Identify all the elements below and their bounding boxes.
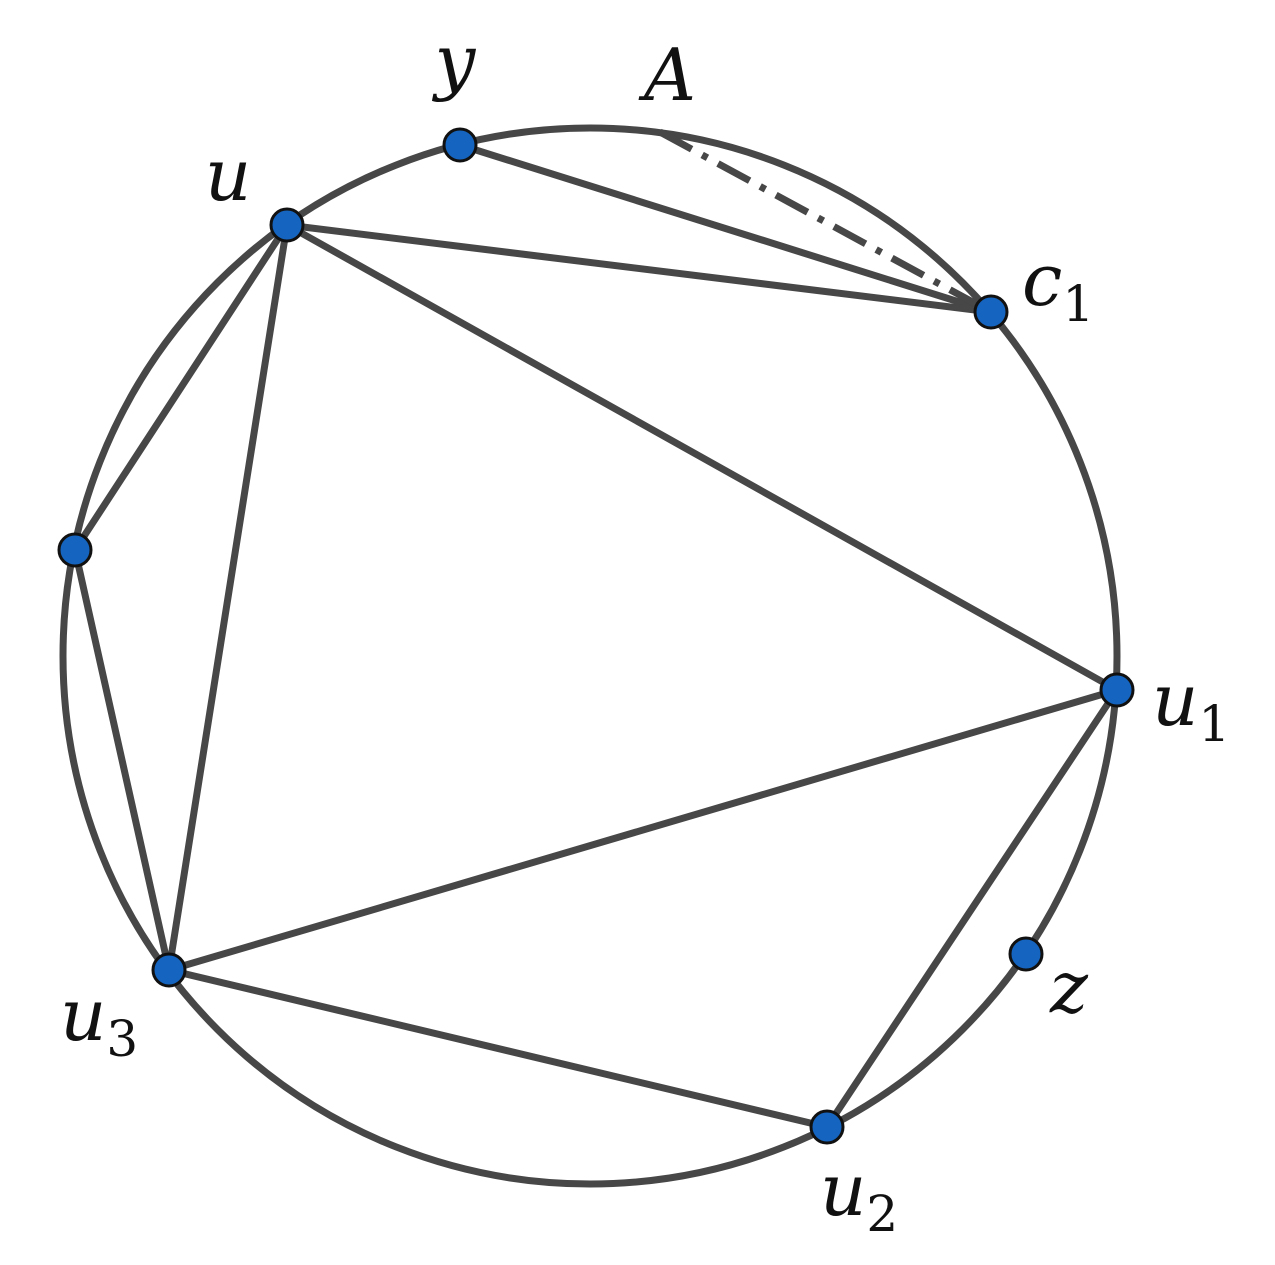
vertex-label-u: u (205, 133, 251, 217)
edge-u1-u2 (823, 686, 1121, 1131)
vertex-label-c1: c1 (1022, 238, 1094, 333)
vertex-y (442, 127, 478, 163)
edge-u-c1 (283, 221, 995, 316)
vertex-subscript-u3: 3 (106, 1010, 138, 1068)
region-label-a: A (638, 33, 696, 117)
edge-y-c1 (456, 141, 995, 316)
edge-u-v (71, 221, 291, 554)
dashed-edges-layer (658, 128, 993, 316)
vertex-u (269, 207, 305, 243)
labels-layer: A y u c1 u1 z u3 u2 (60, 19, 1230, 1243)
outer-circle (59, 124, 1121, 1188)
vertex-v (57, 532, 93, 568)
vertex-label-u3: u3 (60, 973, 138, 1068)
edges-layer (71, 141, 1121, 1131)
dashed-edge-A-c1 (658, 128, 993, 316)
vertex-u1 (1099, 672, 1135, 708)
edge-u3-u2 (165, 966, 831, 1131)
edge-u3-u1 (165, 686, 1121, 974)
vertex-u3 (151, 952, 187, 988)
vertex-label-u2: u2 (820, 1148, 898, 1243)
edge-v-u3 (71, 546, 173, 974)
vertex-z (1008, 936, 1044, 972)
vertex-u2 (809, 1109, 845, 1145)
vertices-layer (57, 127, 1135, 1145)
vertex-c1 (973, 294, 1009, 330)
vertex-subscript-u2: 2 (866, 1185, 898, 1243)
vertex-subscript-u1: 1 (1198, 695, 1230, 753)
vertex-subscript-c1: 1 (1062, 275, 1094, 333)
edge-u-u3 (165, 221, 291, 974)
vertex-label-u1: u1 (1152, 658, 1230, 753)
edge-u-u1 (283, 221, 1121, 694)
vertex-label-z: z (1049, 945, 1089, 1029)
vertex-label-y: y (432, 19, 477, 103)
